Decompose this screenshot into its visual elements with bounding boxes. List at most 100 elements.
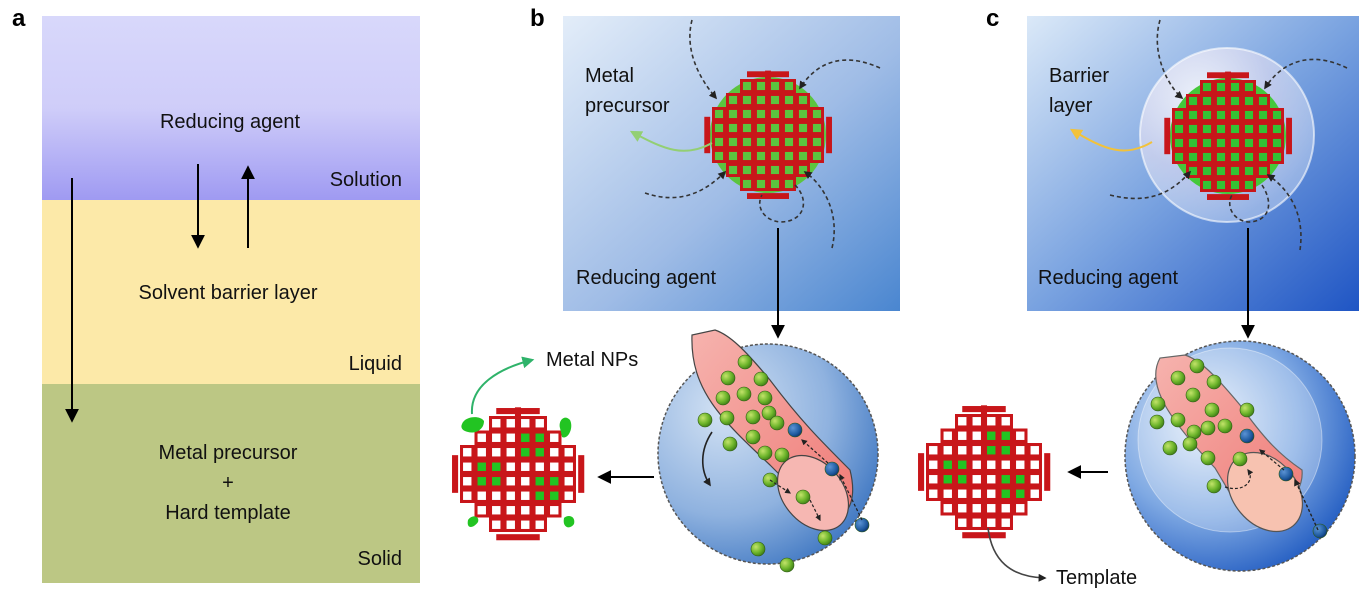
template-cell [1272,138,1282,148]
metal-precursor-label-b-2: precursor [585,95,670,117]
template-cell [987,518,996,527]
template-cell [987,504,996,513]
template-cell [1174,110,1184,120]
metal-nanoparticle [757,445,773,461]
solution-phase-label: Solution [330,169,402,191]
template-cell [535,462,544,471]
template-cell [958,431,967,440]
template-cell [714,151,724,161]
template-cell [1244,110,1254,120]
template-with-nps [452,407,585,541]
template-cell [1216,166,1226,176]
liquid-phase-label: Liquid [349,353,402,375]
template-cell [1030,446,1039,455]
template-cell [1244,82,1254,92]
template-cell [1174,138,1184,148]
metal-nanoparticle [736,386,752,402]
template-cap [962,532,1006,539]
template-cell [770,137,780,147]
template-cell [564,477,573,486]
dashed-arrow [1109,170,1192,200]
template-cell [1258,152,1268,162]
precursor-particle [824,461,840,477]
template-cell [728,95,738,105]
metal-precursor-label: Metal precursor [159,442,298,464]
template-cell [564,462,573,471]
dashed-arrow [801,439,829,464]
metal-nanoparticle [1206,374,1222,390]
metal-nanoparticle [722,436,738,452]
template-cell [784,137,794,147]
template-cell [506,520,515,529]
template-cell [742,151,752,161]
dashed-loop [1228,184,1270,223]
metal-nanoparticle [719,410,735,426]
barrier-layer-label: Barrier [1049,65,1109,87]
solvent-barrier-label: Solvent barrier layer [139,282,318,304]
template-cell [1202,166,1212,176]
template-cell [521,477,530,486]
template-cell [1188,152,1198,162]
template-cell [812,123,822,133]
template-cell [728,137,738,147]
metal-nanoparticle [1185,387,1201,403]
template-cell [972,446,981,455]
metal-nanoparticle [1200,420,1216,436]
template-cell [1174,152,1184,162]
template-cell [521,433,530,442]
np-arrow [470,356,535,415]
template-cell [1016,460,1025,469]
template-cell [756,123,766,133]
template-cell [506,462,515,471]
template-cell [742,95,752,105]
template-cell [1272,110,1282,120]
hard-template-label: Hard template [165,502,291,524]
template-cell [756,137,766,147]
template-cell [564,491,573,500]
template-cell [1202,96,1212,106]
template-cell [742,179,752,189]
template-cell [958,504,967,513]
template-cell [784,95,794,105]
template-cell [1244,124,1254,134]
template-cell [550,448,559,457]
template-cell [728,109,738,119]
template-cell [1216,138,1226,148]
template-cell [521,462,530,471]
template-cell [1188,166,1198,176]
panel-letter-b: b [530,5,545,32]
template-cap [1286,117,1292,155]
template-cell [506,506,515,515]
template-cell [1230,138,1240,148]
template-cell [506,433,515,442]
template-cell [535,448,544,457]
template-cell [784,123,794,133]
template-cap [1225,71,1231,82]
template-cell [987,431,996,440]
template-cell [1258,110,1268,120]
precursor-particle [1312,523,1328,539]
template-cell [958,489,967,498]
template-cell [714,123,724,133]
template-after-removal [918,405,1051,539]
template-cell [1188,124,1198,134]
metal-nanoparticle [1189,358,1205,374]
template-label: Template [1056,567,1137,589]
template-cell [784,151,794,161]
metal-nanoparticle [715,390,731,406]
template-cell [929,489,938,498]
panel-c: c Barrier layer Reducing agent Template [918,5,1359,589]
metal-nanoparticle [720,370,736,386]
template-cell [728,151,738,161]
metal-nanoparticle [757,390,773,406]
template-cell [798,123,808,133]
template-cell [770,123,780,133]
reducing-agent-label-b: Reducing agent [576,267,717,289]
template-cell [1216,110,1226,120]
template-cell [506,419,515,428]
template-cell [1244,96,1254,106]
template-cell [521,448,530,457]
nanoparticles-b [697,354,870,573]
yellow-release-arrow [1069,128,1153,152]
metal-nanoparticle [774,447,790,463]
